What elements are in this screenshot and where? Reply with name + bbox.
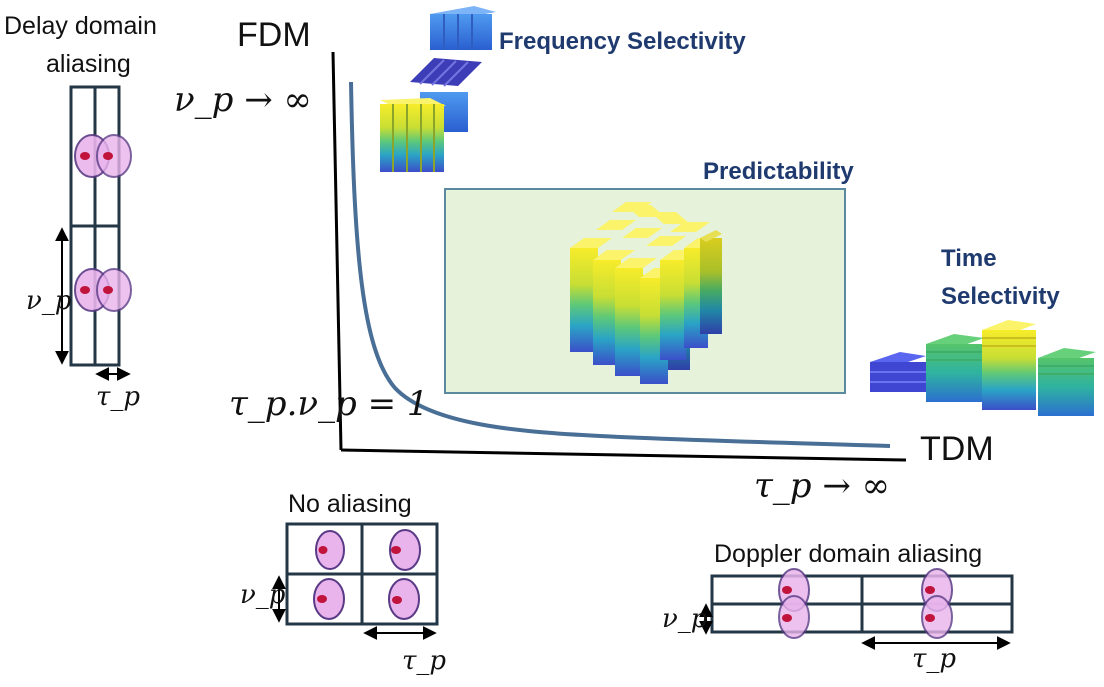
- path-dot: [318, 546, 328, 554]
- path-dot: [391, 546, 401, 554]
- frequency-selectivity-icon: [380, 6, 496, 172]
- x-axis-line: [340, 448, 907, 462]
- path-dot: [925, 586, 935, 594]
- path-dot: [782, 586, 792, 594]
- main-axes: [331, 51, 907, 462]
- x-axis-label: TDM: [920, 430, 994, 468]
- path-ellipse: [389, 529, 421, 571]
- time-selectivity-title-line2: Selectivity: [941, 283, 1060, 310]
- doppler-aliasing-grid: [699, 568, 1014, 650]
- path-dot: [103, 152, 113, 160]
- no-aliasing-tau-label: τ_p: [402, 646, 447, 676]
- path-dot: [80, 286, 90, 294]
- x-limit-label: τ_p → ∞: [754, 466, 890, 506]
- path-ellipse: [96, 268, 132, 312]
- doppler-aliasing-tau-label: τ_p: [912, 644, 957, 674]
- time-selectivity-title-line1: Time: [941, 245, 997, 272]
- no-aliasing-nu-label: ν_p: [240, 580, 286, 610]
- predictability-title: Predictability: [703, 158, 854, 185]
- path-dot: [392, 596, 402, 604]
- delay-aliasing-nu-label: ν_p: [26, 286, 72, 316]
- y-limit-label: ν_p → ∞: [174, 80, 312, 120]
- path-dot: [925, 614, 935, 622]
- doppler-aliasing-title: Doppler domain aliasing: [714, 540, 983, 568]
- no-aliasing-title: No aliasing: [288, 490, 412, 518]
- doppler-aliasing-nu-label: ν_p: [662, 604, 708, 634]
- path-ellipse: [388, 578, 420, 620]
- delay-aliasing-title-line1: Delay domain: [4, 12, 157, 40]
- delay-aliasing-grid: [55, 85, 132, 381]
- path-dot: [782, 614, 792, 622]
- no-aliasing-grid: [272, 522, 439, 640]
- y-axis-label: FDM: [237, 16, 311, 54]
- y-axis-line: [331, 51, 343, 451]
- path-ellipse: [313, 578, 345, 620]
- path-ellipse: [315, 530, 345, 570]
- path-dot: [103, 286, 113, 294]
- path-ellipse: [96, 134, 132, 178]
- time-selectivity-icon: [870, 320, 1096, 416]
- path-ellipse: [778, 595, 810, 639]
- path-dot: [80, 152, 90, 160]
- predictability-cube-icon: [570, 202, 722, 384]
- delay-aliasing-title-line2: aliasing: [46, 50, 131, 78]
- curve-label: τ_p.ν_p = 1: [229, 384, 429, 424]
- delay-aliasing-tau-label: τ_p: [96, 382, 141, 412]
- path-dot: [317, 595, 327, 603]
- hyperbola-curve: [349, 81, 891, 448]
- frequency-selectivity-title: Frequency Selectivity: [499, 28, 746, 55]
